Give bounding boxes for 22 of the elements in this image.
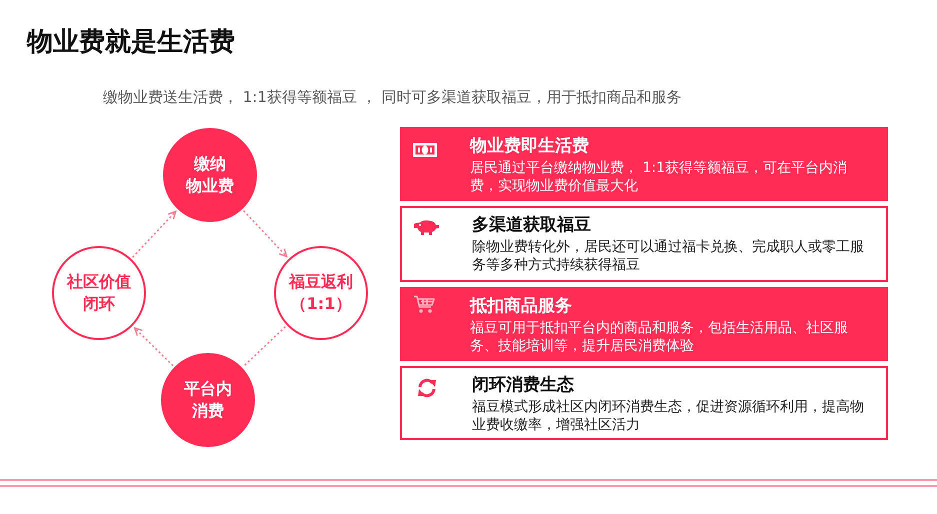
dotted-arrow bbox=[132, 210, 176, 258]
feature-card bbox=[400, 287, 888, 361]
card-heading: 物业费即生活费 bbox=[470, 135, 589, 158]
step-label: 社区价值闭环 bbox=[66, 271, 132, 315]
subtitle: 缴物业费送生活费， 1:1获得等额福豆 ， 同时可多渠道获取福豆，用于抵扣商品和服务 bbox=[103, 87, 682, 107]
card-text: 居民通过平台缴纳物业费， 1:1获得等额福豆，可在平台内消费，实现物业费价值最大化 bbox=[470, 159, 848, 195]
step-label: 平台内消费 bbox=[183, 378, 233, 422]
feature-card bbox=[400, 127, 888, 201]
step-label: 福豆返利（1:1） bbox=[288, 271, 354, 315]
dotted-connector-line bbox=[244, 326, 286, 366]
dotted-arrow bbox=[243, 210, 288, 258]
card-heading: 多渠道获取福豆 bbox=[472, 214, 591, 237]
card-heading: 抵扣商品服务 bbox=[470, 295, 572, 318]
card-text: 除物业费转化外，居民还可以通过福卡兑换、完成职人或零工服务等多种方式持续获得福豆 bbox=[472, 238, 865, 274]
card-text: 福豆模式形成社区内闭环消费生态，促进资源循环利用，提高物业费收缴率，增强社区活力 bbox=[472, 398, 865, 434]
card-heading: 闭环消费生态 bbox=[472, 374, 574, 397]
dotted-arrow bbox=[134, 327, 174, 366]
feature-card bbox=[400, 206, 888, 282]
page-title: 物业费就是生活费 bbox=[27, 26, 235, 59]
step-label: 缴纳物业费 bbox=[186, 153, 234, 197]
feature-card bbox=[400, 366, 888, 440]
card-text: 福豆可用于抵扣平台内的商品和服务，包括生活用品、社区服务、技能培训等，提升居民消费体验 bbox=[470, 319, 849, 355]
